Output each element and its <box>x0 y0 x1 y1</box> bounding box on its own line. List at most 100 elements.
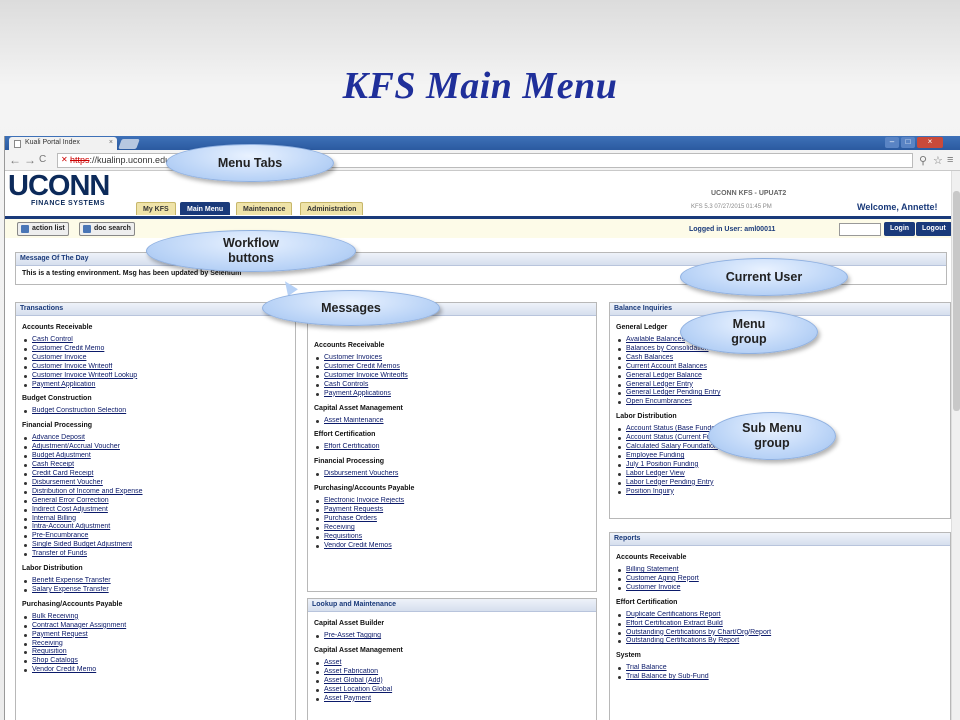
tab-maintenance[interactable]: Maintenance <box>236 202 293 215</box>
menu-link-asset-maintenance[interactable]: Asset Maintenance <box>314 417 590 426</box>
menu-link-asset-fabrication[interactable]: Asset Fabrication <box>314 668 590 677</box>
uconn-logo-subtitle: FINANCE SYSTEMS <box>31 200 106 207</box>
minimize-icon[interactable]: – <box>885 137 899 148</box>
menu-link-customer-credit-memos[interactable]: Customer Credit Memos <box>314 363 590 372</box>
menu-link-account-status-base-funds[interactable]: Account Status (Base Funds) <box>616 425 944 434</box>
browser-tab[interactable]: Kuali Portal Index × <box>9 137 117 150</box>
menu-link-payment-applications[interactable]: Payment Applications <box>314 390 590 399</box>
menu-link-pre-asset-tagging[interactable]: Pre-Asset Tagging <box>314 632 590 641</box>
menu-link-calculated-salary-foundation[interactable]: Calculated Salary Foundation <box>616 443 944 452</box>
menu-link-outstanding-certifications-by-chart-org-report[interactable]: Outstanding Certifications by Chart/Org/… <box>616 629 944 638</box>
menu-link-vendor-credit-memo[interactable]: Vendor Credit Memo <box>22 666 289 675</box>
menu-link-current-account-balances[interactable]: Current Account Balances <box>616 363 944 372</box>
menu-link-cash-control[interactable]: Cash Control <box>22 336 289 345</box>
scrollbar-thumb[interactable] <box>953 191 960 411</box>
bookmark-star-icon[interactable]: ☆ <box>933 155 943 167</box>
menu-link-purchase-orders[interactable]: Purchase Orders <box>314 515 590 524</box>
menu-link-customer-credit-memo[interactable]: Customer Credit Memo <box>22 345 289 354</box>
menu-link-salary-expense-transfer[interactable]: Salary Expense Transfer <box>22 586 289 595</box>
menu-link-labor-ledger-view[interactable]: Labor Ledger View <box>616 470 944 479</box>
menu-link-advance-deposit[interactable]: Advance Deposit <box>22 434 289 443</box>
menu-link-budget-adjustment[interactable]: Budget Adjustment <box>22 452 289 461</box>
reload-icon[interactable]: C <box>39 154 47 165</box>
tab-my-kfs[interactable]: My KFS <box>136 202 176 215</box>
tab-administration[interactable]: Administration <box>300 202 364 215</box>
menu-link-general-ledger-pending-entry[interactable]: General Ledger Pending Entry <box>616 389 944 398</box>
menu-link-vendor-credit-memos[interactable]: Vendor Credit Memos <box>314 542 590 551</box>
menu-link-indirect-cost-adjustment[interactable]: Indirect Cost Adjustment <box>22 506 289 515</box>
menu-link-requisition[interactable]: Requisition <box>22 648 289 657</box>
menu-link-receiving[interactable]: Receiving <box>314 524 590 533</box>
menu-link-customer-invoice-writeoff-lookup[interactable]: Customer Invoice Writeoff Lookup <box>22 372 289 381</box>
menu-link-distribution-of-income-and-expense[interactable]: Distribution of Income and Expense <box>22 488 289 497</box>
tab-main-menu[interactable]: Main Menu <box>180 202 231 215</box>
browser-menu-icon[interactable]: ≡ <box>947 154 954 166</box>
menu-link-receiving[interactable]: Receiving <box>22 640 289 649</box>
menu-link-cash-receipt[interactable]: Cash Receipt <box>22 461 289 470</box>
menu-link-customer-aging-report[interactable]: Customer Aging Report <box>616 575 944 584</box>
menu-link-credit-card-receipt[interactable]: Credit Card Receipt <box>22 470 289 479</box>
login-button[interactable]: Login <box>884 222 916 236</box>
menu-link-single-sided-budget-adjustment[interactable]: Single Sided Budget Adjustment <box>22 541 289 550</box>
doc-search-button[interactable]: doc search <box>79 222 135 236</box>
menu-link-pre-encumbrance[interactable]: Pre-Encumbrance <box>22 532 289 541</box>
menu-link-disbursement-vouchers[interactable]: Disbursement Vouchers <box>314 470 590 479</box>
menu-link-position-inquiry[interactable]: Position Inquiry <box>616 488 944 497</box>
menu-link-general-ledger-balance[interactable]: General Ledger Balance <box>616 372 944 381</box>
menu-link-intra-account-adjustment[interactable]: Intra-Account Adjustment <box>22 523 289 532</box>
menu-link-contract-manager-assignment[interactable]: Contract Manager Assignment <box>22 622 289 631</box>
menu-link-bulk-receiving[interactable]: Bulk Receiving <box>22 613 289 622</box>
menu-link-outstanding-certifications-by-report[interactable]: Outstanding Certifications By Report <box>616 637 944 646</box>
menu-link-employee-funding[interactable]: Employee Funding <box>616 452 944 461</box>
close-window-icon[interactable]: × <box>917 137 943 148</box>
menu-link-internal-billing[interactable]: Internal Billing <box>22 515 289 524</box>
menu-link-general-ledger-entry[interactable]: General Ledger Entry <box>616 381 944 390</box>
new-tab-button[interactable] <box>118 139 140 149</box>
menu-link-effort-certification[interactable]: Effort Certification <box>314 443 590 452</box>
menu-link-requisitions[interactable]: Requisitions <box>314 533 590 542</box>
menu-link-customer-invoices[interactable]: Customer Invoices <box>314 354 590 363</box>
menu-link-july-1-position-funding[interactable]: July 1 Position Funding <box>616 461 944 470</box>
menu-link-trial-balance-by-sub-fund[interactable]: Trial Balance by Sub-Fund <box>616 673 944 682</box>
menu-link-open-encumbrances[interactable]: Open Encumbrances <box>616 398 944 407</box>
menu-link-transfer-of-funds[interactable]: Transfer of Funds <box>22 550 289 559</box>
menu-link-payment-requests[interactable]: Payment Requests <box>314 506 590 515</box>
menu-link-account-status-current-funds[interactable]: Account Status (Current Funds) <box>616 434 944 443</box>
close-tab-icon[interactable]: × <box>108 139 113 146</box>
menu-link-cash-controls[interactable]: Cash Controls <box>314 381 590 390</box>
menu-link-general-error-correction[interactable]: General Error Correction <box>22 497 289 506</box>
menu-link-trial-balance[interactable]: Trial Balance <box>616 664 944 673</box>
menu-link-benefit-expense-transfer[interactable]: Benefit Expense Transfer <box>22 577 289 586</box>
menu-link-payment-request[interactable]: Payment Request <box>22 631 289 640</box>
user-input[interactable] <box>839 223 881 236</box>
menu-link-electronic-invoice-rejects[interactable]: Electronic Invoice Rejects <box>314 497 590 506</box>
menu-link-balances-by-consolidation[interactable]: Balances by Consolidation <box>616 345 944 354</box>
menu-link-cash-balances[interactable]: Cash Balances <box>616 354 944 363</box>
menu-link-budget-construction-selection[interactable]: Budget Construction Selection <box>22 407 289 416</box>
menu-link-payment-application[interactable]: Payment Application <box>22 381 289 390</box>
menu-link-asset-payment[interactable]: Asset Payment <box>314 695 590 704</box>
logout-button[interactable]: Logout <box>916 222 952 236</box>
forward-arrow-icon[interactable]: → <box>24 153 36 167</box>
menu-link-duplicate-certifications-report[interactable]: Duplicate Certifications Report <box>616 611 944 620</box>
menu-link-effort-certification-extract-build[interactable]: Effort Certification Extract Build <box>616 620 944 629</box>
menu-link-adjustment-accrual-voucher[interactable]: Adjustment/Accrual Voucher <box>22 443 289 452</box>
maximize-icon[interactable]: □ <box>901 137 915 148</box>
zoom-icon[interactable]: ⚲ <box>919 155 928 167</box>
uconn-logo: UCONN <box>8 170 110 202</box>
menu-link-available-balances[interactable]: Available Balances <box>616 336 944 345</box>
back-arrow-icon[interactable]: ← <box>9 153 21 167</box>
menu-link-customer-invoice[interactable]: Customer Invoice <box>22 354 289 363</box>
menu-link-customer-invoice-writeoff[interactable]: Customer Invoice Writeoff <box>22 363 289 372</box>
menu-link-shop-catalogs[interactable]: Shop Catalogs <box>22 657 289 666</box>
page-scrollbar[interactable] <box>951 171 960 720</box>
menu-link-customer-invoice[interactable]: Customer Invoice <box>616 584 944 593</box>
menu-link-labor-ledger-pending-entry[interactable]: Labor Ledger Pending Entry <box>616 479 944 488</box>
menu-link-disbursement-voucher[interactable]: Disbursement Voucher <box>22 479 289 488</box>
menu-link-billing-statement[interactable]: Billing Statement <box>616 566 944 575</box>
menu-link-asset-global-add[interactable]: Asset Global (Add) <box>314 677 590 686</box>
menu-link-asset-location-global[interactable]: Asset Location Global <box>314 686 590 695</box>
menu-link-asset[interactable]: Asset <box>314 659 590 668</box>
menu-link-customer-invoice-writeoffs[interactable]: Customer Invoice Writeoffs <box>314 372 590 381</box>
action-list-button[interactable]: action list <box>17 222 69 236</box>
